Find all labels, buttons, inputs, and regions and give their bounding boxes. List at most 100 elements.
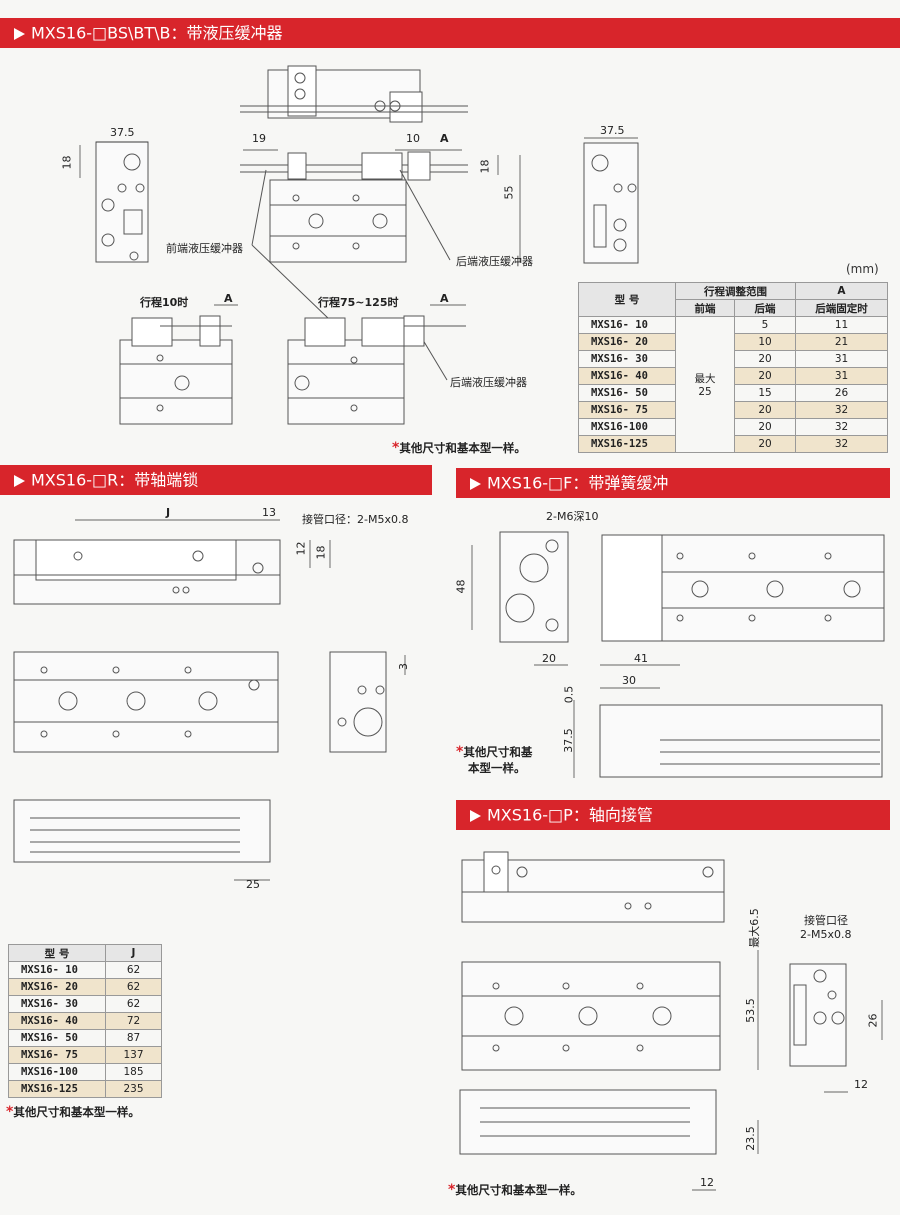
label-stroke10: 行程10时 (140, 296, 189, 309)
section-title-bs: MXS16-□BS\BT\B：带液压缓冲器 (31, 23, 283, 43)
p-end-view (789, 963, 847, 1067)
th-range: 行程调整范围 (675, 282, 796, 300)
dim-37-5-f: 37.5 (561, 728, 575, 753)
dim-18-left: 18 (60, 155, 74, 170)
dim-37-5-right: 37.5 (600, 124, 625, 137)
dim-A-top: A (440, 132, 449, 145)
unit-mm: (mm) (846, 262, 879, 276)
asterisk-icon: * (6, 1104, 14, 1120)
dim-18-r: 18 (314, 545, 328, 560)
dim-55: 55 (502, 185, 516, 200)
dim-25: 25 (246, 878, 260, 891)
dim-10: 10 (406, 132, 420, 145)
asterisk-icon: * (448, 1182, 456, 1198)
section-title-f: MXS16-□F：带弹簧缓冲 (487, 473, 669, 493)
section-header-r: MXS16-□R：带轴端锁 (0, 465, 432, 495)
section-header-p: MXS16-□P：轴向接管 (456, 800, 890, 830)
bs-front-view (240, 151, 468, 263)
label-rear-shock: 后端液压缓冲器 (456, 255, 533, 268)
p-top-view (461, 851, 725, 923)
dim-12: 12 (294, 541, 308, 556)
play-triangle-icon (14, 27, 25, 40)
bs-left-end-view (95, 141, 149, 263)
dim-19: 19 (252, 132, 266, 145)
r-front-view (13, 651, 279, 753)
r-side-view (13, 799, 271, 863)
dim-23-5: 23.5 (743, 1126, 757, 1151)
bs-right-end-view (583, 142, 639, 264)
dim-53-5: 53.5 (743, 998, 757, 1023)
th-front: 前端 (675, 299, 735, 317)
dim-J: J (166, 506, 171, 519)
section-title-p: MXS16-□P：轴向接管 (487, 805, 653, 825)
dim-3: 3 (397, 663, 410, 670)
bs-stroke75-view (287, 315, 466, 425)
f-m6-label: 2-M6深10 (546, 510, 599, 523)
dim-12-p-end: 12 (854, 1078, 868, 1091)
table-row: MXS16- 30 20 31 (578, 350, 888, 368)
dim-0-5: 0.5 (562, 685, 576, 704)
bs-stroke10-view (119, 315, 233, 425)
r-top-view (13, 539, 281, 605)
play-triangle-icon (470, 809, 481, 822)
dim-12-p-side: 12 (700, 1176, 714, 1189)
f-end-view (499, 531, 569, 643)
note-f: *其他尺寸和基本型一样。 (456, 744, 533, 775)
dim-41: 41 (634, 652, 648, 665)
p-front-view (461, 961, 721, 1071)
p-port-label-1: 接管口径 (804, 914, 848, 927)
label-stroke75: 行程75~125时 (318, 296, 399, 309)
th-model: 型 号 (578, 282, 676, 317)
note-r: *其他尺寸和基本型一样。 (6, 1104, 140, 1120)
dim-A-stroke10: A (224, 292, 233, 305)
dim-13: 13 (262, 506, 276, 519)
play-triangle-icon (14, 474, 25, 487)
dim-26: 26 (866, 1013, 880, 1028)
table-row: MXS16- 50 15 26 (578, 384, 888, 402)
p-port-label-2: 2-M5x0.8 (800, 928, 852, 941)
th-r-j: J (105, 944, 162, 962)
p-side-view (459, 1089, 717, 1155)
section-title-r: MXS16-□R：带轴端锁 (31, 470, 199, 490)
note-p: *其他尺寸和基本型一样。 (448, 1182, 582, 1198)
th-r-model: 型 号 (8, 944, 106, 962)
table-row: MXS16- 75 20 32 (578, 401, 888, 419)
dim-18-mid: 18 (478, 159, 492, 174)
dim-30: 30 (622, 674, 636, 687)
th-rear: 后端 (734, 299, 796, 317)
asterisk-icon: * (392, 440, 400, 456)
section-header-f: MXS16-□F：带弹簧缓冲 (456, 468, 890, 498)
dim-48: 48 (454, 579, 468, 594)
dim-max-6-5: 最大6.5 (747, 908, 761, 948)
label-rear-shock-2: 后端液压缓冲器 (450, 376, 527, 389)
dim-A-stroke75: A (440, 292, 449, 305)
dim-37-5-left: 37.5 (110, 126, 135, 139)
f-side-view (599, 704, 883, 778)
bs-top-view-drawing (240, 65, 468, 123)
table-row: MXS16-100 20 32 (578, 418, 888, 436)
label-front-shock: 前端液压缓冲器 (166, 242, 243, 255)
table-row: MXS16-125 20 32 (578, 435, 888, 453)
r-end-view (329, 651, 387, 753)
f-front-view (601, 534, 885, 642)
th-A: A (795, 282, 888, 300)
dim-20: 20 (542, 652, 556, 665)
r-port-label: 接管口径：2-M5x0.8 (302, 513, 409, 526)
asterisk-icon: * (456, 744, 464, 760)
note-bs: *其他尺寸和基本型一样。 (392, 440, 526, 456)
play-triangle-icon (470, 477, 481, 490)
section-header-bs: MXS16-□BS\BT\B：带液压缓冲器 (0, 18, 900, 48)
th-A-sub: 后端固定时 (795, 299, 888, 317)
